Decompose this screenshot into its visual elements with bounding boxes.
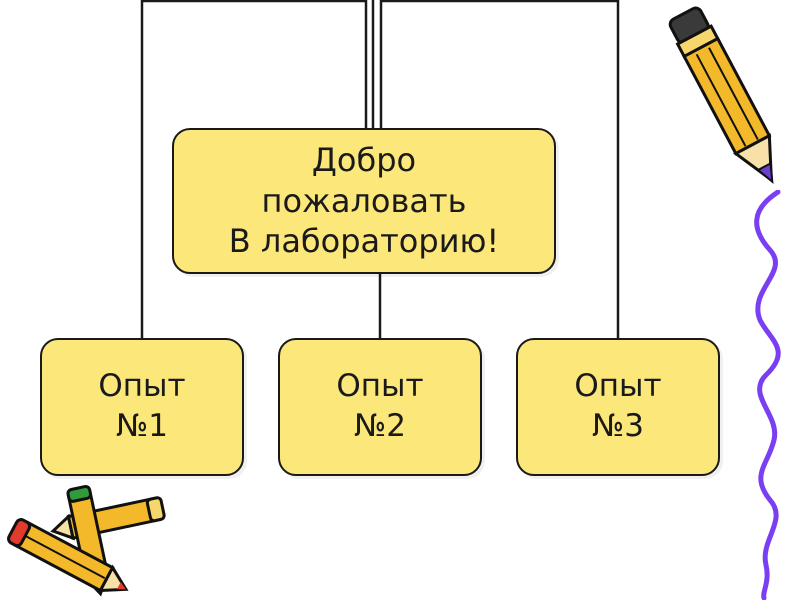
- main-box-label: Добро пожаловать В лабораторию!: [228, 140, 500, 261]
- experiment-1-label: Опыт №1: [98, 368, 186, 444]
- experiment-3-label: Опыт №3: [574, 368, 662, 444]
- pencil-icon: [668, 6, 774, 185]
- experiment-2-label: Опыт №2: [336, 368, 424, 444]
- experiment-2-box[interactable]: Опыт №2: [278, 338, 482, 476]
- experiment-3-box[interactable]: Опыт №3: [516, 338, 720, 476]
- experiment-1-box[interactable]: Опыт №1: [40, 338, 244, 476]
- pencils-icon: [7, 485, 166, 597]
- main-box[interactable]: Добро пожаловать В лабораторию!: [172, 128, 556, 274]
- squiggle-icon: [754, 190, 781, 600]
